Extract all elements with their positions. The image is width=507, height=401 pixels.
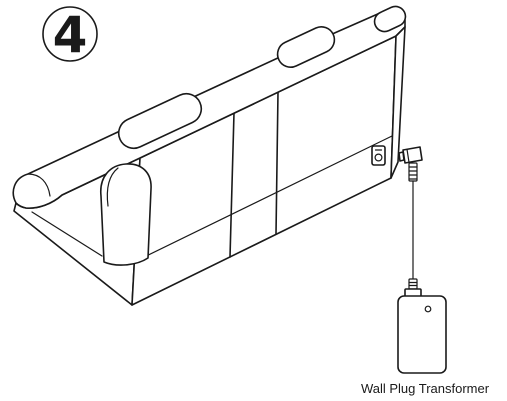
sofa-left-armrest — [100, 163, 152, 266]
sofa-headrest-cushion — [276, 26, 336, 68]
step-number-badge: 4 — [42, 6, 98, 64]
dc-plug-icon — [398, 146, 423, 164]
cable-strain-relief — [408, 278, 418, 290]
plug-body-edge — [406, 148, 410, 163]
sofa-end-contour-line — [27, 173, 51, 197]
transformer-label: Wall Plug Transformer — [361, 381, 490, 396]
transformer-housing — [397, 295, 447, 374]
sofa-headrest-cushion — [117, 92, 203, 150]
sofa-back-seam — [229, 112, 235, 258]
step-number-circle — [42, 6, 98, 62]
sofa-base-seam — [133, 135, 393, 263]
sofa-right-end-panel — [390, 26, 406, 179]
wall-plug-transformer-icon — [397, 288, 447, 374]
power-socket-icon — [371, 145, 386, 166]
sofa-headrest-cushion — [373, 5, 407, 33]
transformer-indicator-light — [424, 305, 432, 313]
socket-port — [374, 153, 383, 162]
armrest-contour-line — [106, 167, 119, 207]
power-cable — [408, 162, 418, 290]
step-number: 4 — [53, 6, 88, 64]
plug-body — [402, 146, 423, 164]
sofa-back-seam — [275, 91, 279, 235]
cable-strain-relief — [408, 162, 418, 182]
sofa-illustration — [12, 5, 407, 306]
sofa-side-base-seam — [31, 211, 103, 257]
